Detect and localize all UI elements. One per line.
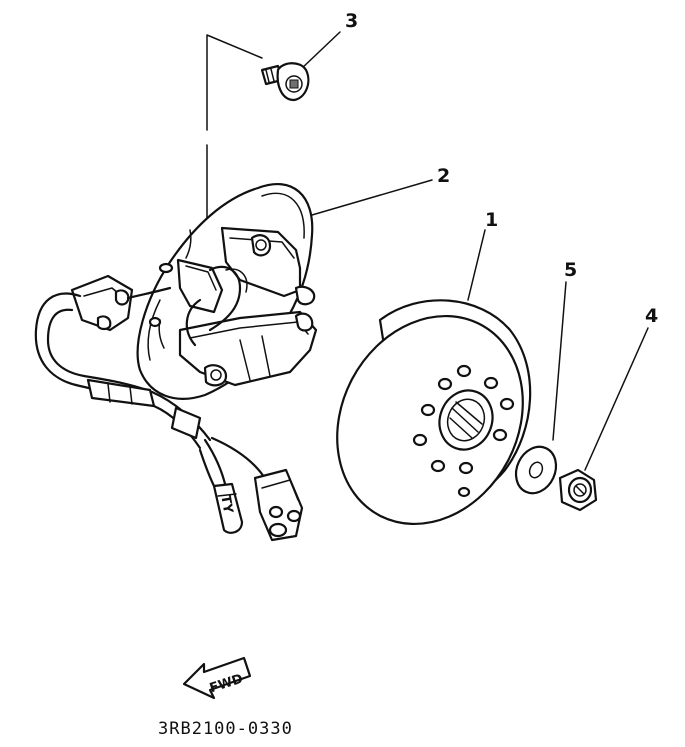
wire-harness: TY: [34, 274, 304, 542]
callout-1: 1: [485, 209, 498, 231]
callout-5: 5: [564, 259, 577, 281]
leader-lines: [206, 31, 649, 471]
washer-part: [514, 445, 558, 495]
callout-4: 4: [645, 305, 658, 327]
fwd-arrow-icon: FWD: [182, 656, 252, 700]
reference-code: 3RB2100-0330: [158, 719, 293, 739]
stator-assembly: [136, 183, 318, 400]
callout-3: 3: [345, 10, 358, 32]
nut-part: [558, 468, 598, 512]
screw-part: [260, 62, 310, 102]
callout-2: 2: [437, 165, 450, 187]
svg-text:TY: TY: [217, 494, 235, 515]
flywheel-rotor: [336, 299, 532, 526]
